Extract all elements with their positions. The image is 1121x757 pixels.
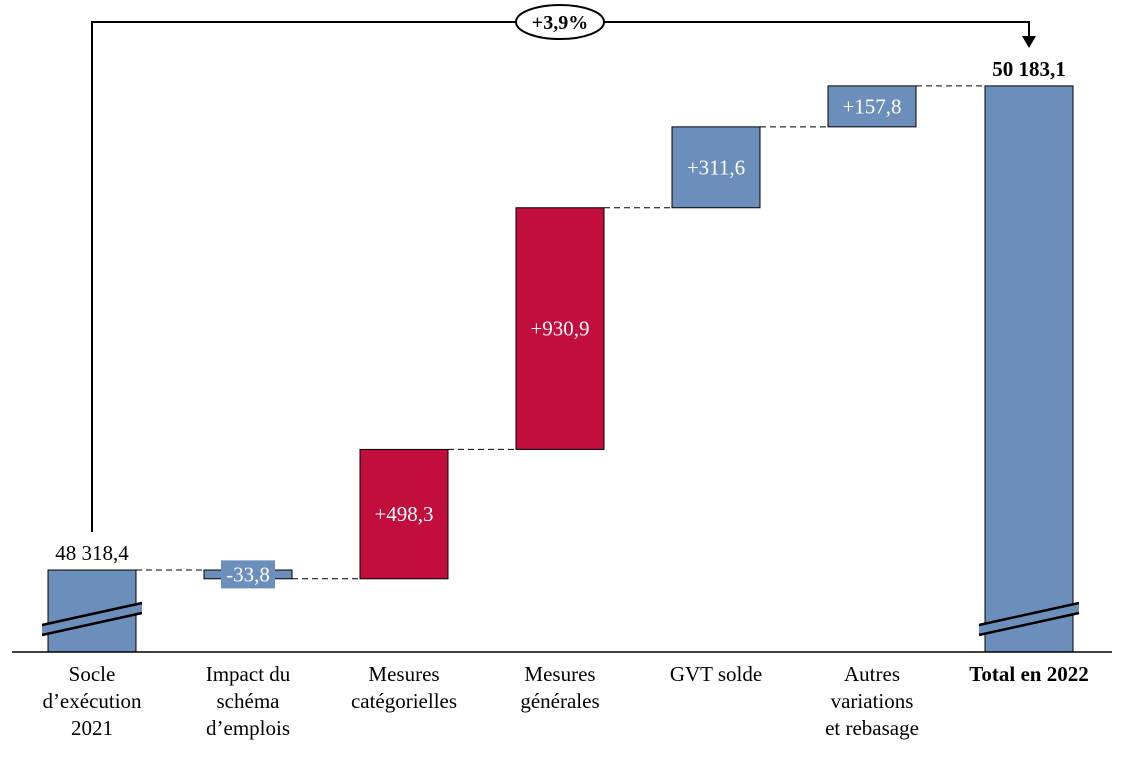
category-label-5: et rebasage bbox=[825, 716, 919, 740]
category-label-5: variations bbox=[831, 689, 914, 713]
arrow-head-icon bbox=[1022, 36, 1036, 48]
bar-6 bbox=[984, 85, 1074, 653]
data-label-6: 50 183,1 bbox=[992, 57, 1066, 81]
category-label-5: Autres bbox=[844, 662, 900, 686]
category-label-0: 2021 bbox=[71, 716, 113, 740]
axis-break-fill-6 bbox=[979, 603, 1079, 635]
data-label-4: +311,6 bbox=[687, 155, 745, 179]
bar-5 bbox=[827, 85, 917, 128]
axis-break-fill-0 bbox=[42, 603, 142, 635]
data-label-5: +157,8 bbox=[842, 94, 901, 118]
axis-break-line-6 bbox=[978, 601, 1080, 627]
category-label-1: d’emplois bbox=[206, 716, 290, 740]
category-label-0: d’exécution bbox=[42, 689, 142, 713]
category-label-3: Mesures bbox=[524, 662, 595, 686]
data-label-0: 48 318,4 bbox=[55, 541, 129, 565]
category-label-1: Impact du bbox=[206, 662, 291, 686]
growth-badge bbox=[515, 4, 605, 40]
bar-3 bbox=[515, 207, 605, 450]
data-label-3: +930,9 bbox=[530, 317, 589, 341]
data-label-2: +498,3 bbox=[374, 502, 433, 526]
bar-4 bbox=[671, 126, 761, 209]
growth-label: +3,9% bbox=[532, 12, 588, 34]
axis-break-line-0 bbox=[41, 601, 143, 627]
category-label-4: GVT solde bbox=[670, 662, 762, 686]
bar-2 bbox=[359, 448, 449, 580]
category-label-0: Socle bbox=[69, 662, 116, 686]
data-label-bg-1 bbox=[221, 560, 275, 589]
category-label-6: Total en 2022 bbox=[969, 662, 1088, 686]
category-label-3: générales bbox=[520, 689, 599, 713]
axis-break-line-6 bbox=[978, 611, 1080, 637]
category-label-2: Mesures bbox=[368, 662, 439, 686]
category-label-1: schéma bbox=[217, 689, 281, 713]
data-label-1: -33,8 bbox=[226, 562, 270, 586]
axis-break-line-0 bbox=[41, 611, 143, 637]
category-label-2: catégorielles bbox=[351, 689, 457, 713]
